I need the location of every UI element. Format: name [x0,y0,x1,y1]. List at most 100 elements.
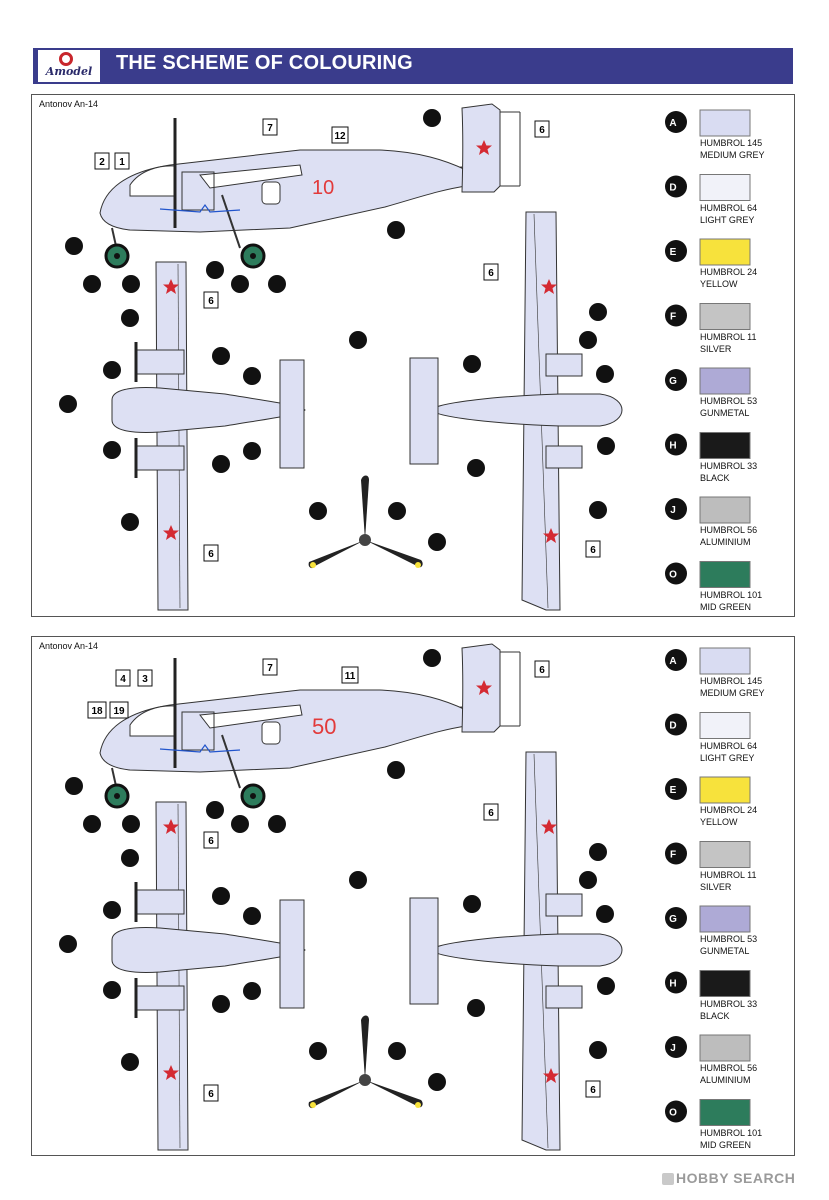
paint-color-name: MID GREEN [700,1139,752,1150]
paint-swatch [699,303,751,330]
paint-swatch [699,1034,751,1062]
paint-color-name: YELLOW [700,279,738,289]
paint-code-letter: D [669,721,676,732]
paint-name: HUMBROL 101 [700,1127,763,1138]
decal-6-under-top: 6 [488,268,494,279]
paint-name: HUMBROL 64 [700,740,758,751]
paint-code-letter: O [669,1108,677,1119]
paint-swatch [699,432,751,459]
paint-swatch [699,841,751,868]
decal-6-tail: 6 [539,125,545,136]
paint-code-letter: O [669,570,677,581]
paint-code-letter: J [670,505,676,516]
paint-label: HUMBROL 53 GUNMETAL [700,933,757,957]
paint-code-letter: J [670,1043,676,1054]
paint-name: HUMBROL 101 [700,589,763,600]
hobby-search-logo-icon [662,1173,674,1185]
paint-code-h-icon [665,971,687,994]
decal-19: 19 [113,706,125,717]
scheme-panel-1 [31,94,795,617]
paint-color-name: GUNMETAL [700,946,750,956]
paint-code-f-icon [665,842,687,865]
paint-color-name: LIGHT GREY [700,214,755,225]
paint-code-a-icon [665,649,687,671]
paint-color-name: LIGHT GREY [700,752,755,763]
paint-code-e-icon [665,240,687,262]
decal-6-under-bottom-b: 6 [590,1085,596,1096]
decal-1: 1 [119,157,125,168]
paint-color-name: MID GREEN [700,601,752,612]
paint-name: HUMBROL 145 [700,676,763,686]
paint-swatch [699,109,751,137]
paint-name: HUMBROL 56 [700,1063,758,1073]
amodel-logo: Amodel [38,50,100,82]
decal-6-wing-top: 6 [208,296,214,307]
scheme-panel-2 [31,636,795,1156]
paint-name: HUMBROL 53 [700,934,758,944]
decal-7-b: 7 [267,663,273,674]
paint-code-letter: E [670,785,677,796]
paint-name: HUMBROL 33 [700,460,758,471]
decal-6-under-top-b: 6 [488,808,494,819]
paint-color-name: MEDIUM GREY [700,150,765,160]
decal-6-wing-bottom: 6 [208,549,214,560]
decal-4: 4 [120,674,126,685]
paint-swatch [699,1099,751,1126]
decal-6-tail-b: 6 [539,665,545,676]
paint-swatch [699,561,751,588]
paint-swatch [699,776,751,804]
paint-swatch [699,970,751,997]
paint-code-o-icon [665,1100,687,1123]
panel-1-decal-boxes: 2 1 7 12 6 6 6 6 6 [94,118,601,562]
paint-name: HUMBROL 24 [700,805,758,815]
decal-6-wing-top-b: 6 [208,836,214,847]
paint-code-letter: F [670,850,676,861]
paint-swatch [699,496,751,524]
panel-2-title: Antonov An-14 [39,641,99,651]
panel-2-decal-boxes: 4 3 18 19 7 11 6 6 6 6 6 [87,658,601,1102]
paint-code-letter: A [669,118,676,129]
decal-6-under-bottom: 6 [590,545,596,556]
paint-code-g-icon [665,369,687,391]
watermark: HOBBY SEARCH [676,1170,796,1186]
decal-12: 12 [334,131,346,142]
paint-code-letter: D [669,183,676,194]
paint-code-letter: G [669,376,677,387]
paint-code-g-icon [665,907,687,929]
panel-1-aircraft [100,104,622,610]
decal-6-wing-bottom-b: 6 [208,1089,214,1100]
paint-color-name: GUNMETAL [700,408,750,418]
paint-swatch [699,238,751,266]
paint-color-name: SILVER [700,881,732,892]
decal-3: 3 [142,674,148,685]
paint-code-h-icon [665,433,687,456]
paint-color-name: YELLOW [700,817,738,827]
paint-name: HUMBROL 24 [700,267,758,277]
side-number-1: 10 [312,177,334,199]
paint-label: HUMBROL 24 YELLOW [700,804,757,828]
paint-code-letter: H [669,979,676,990]
paint-code-letter: A [669,656,676,667]
paint-label: HUMBROL 24 YELLOW [700,266,757,290]
paint-name: HUMBROL 56 [700,525,758,535]
paint-code-j-icon [665,498,687,520]
paint-color-name: ALUMINIUM [700,537,751,547]
paint-name: HUMBROL 11 [700,869,757,880]
paint-color-name: BLACK [700,1010,730,1021]
page-title: THE SCHEME OF COLOURING [116,52,413,74]
paint-name: HUMBROL 11 [700,331,757,342]
paint-code-d-icon [665,713,687,736]
logo-ring-icon [59,52,73,66]
paint-swatch [699,905,751,933]
